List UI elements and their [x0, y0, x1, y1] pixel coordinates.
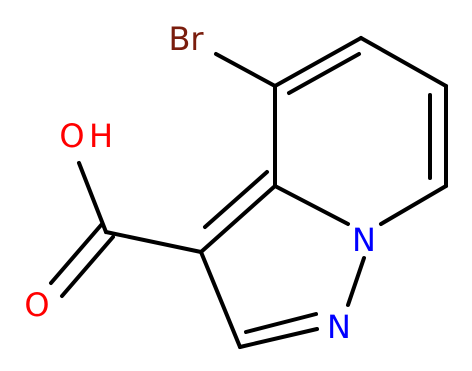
- atom-label-o-hydroxyl: O: [59, 117, 84, 155]
- bond-c3-c2: [199, 250, 242, 349]
- bond-n1-c3a: [273, 184, 350, 226]
- bond-c3a-c3: [199, 184, 277, 254]
- bond-c-acid-o-double-a: [49, 222, 104, 285]
- bond-c3-c-acid: [104, 230, 203, 254]
- atom-label-br: Br: [168, 20, 204, 58]
- atom-label-n-bridgehead: N: [352, 221, 376, 259]
- bond-c4-c5: [273, 36, 363, 88]
- bond-n2-n1: [346, 256, 366, 307]
- atom-label-n-pyrazole: N: [327, 308, 351, 346]
- bond-c-acid-o-double-b: [60, 235, 115, 298]
- atom-label-h-hydroxyl: H: [89, 117, 113, 155]
- bond-c4-c5-inner: [287, 52, 361, 95]
- bond-c7-n1: [379, 184, 448, 226]
- bond-c5-c6: [359, 36, 448, 88]
- atom-label-o-carbonyl: O: [24, 286, 49, 324]
- bond-c2-n2-inner: [244, 312, 318, 334]
- bonds: [49, 36, 448, 349]
- bond-c3a-c3-inner: [203, 170, 269, 229]
- atom-labels: Br O H O N N: [24, 20, 376, 346]
- bond-c2-n2: [238, 327, 319, 349]
- bond-br-c4: [214, 52, 277, 88]
- bond-c-acid-oh: [77, 161, 108, 234]
